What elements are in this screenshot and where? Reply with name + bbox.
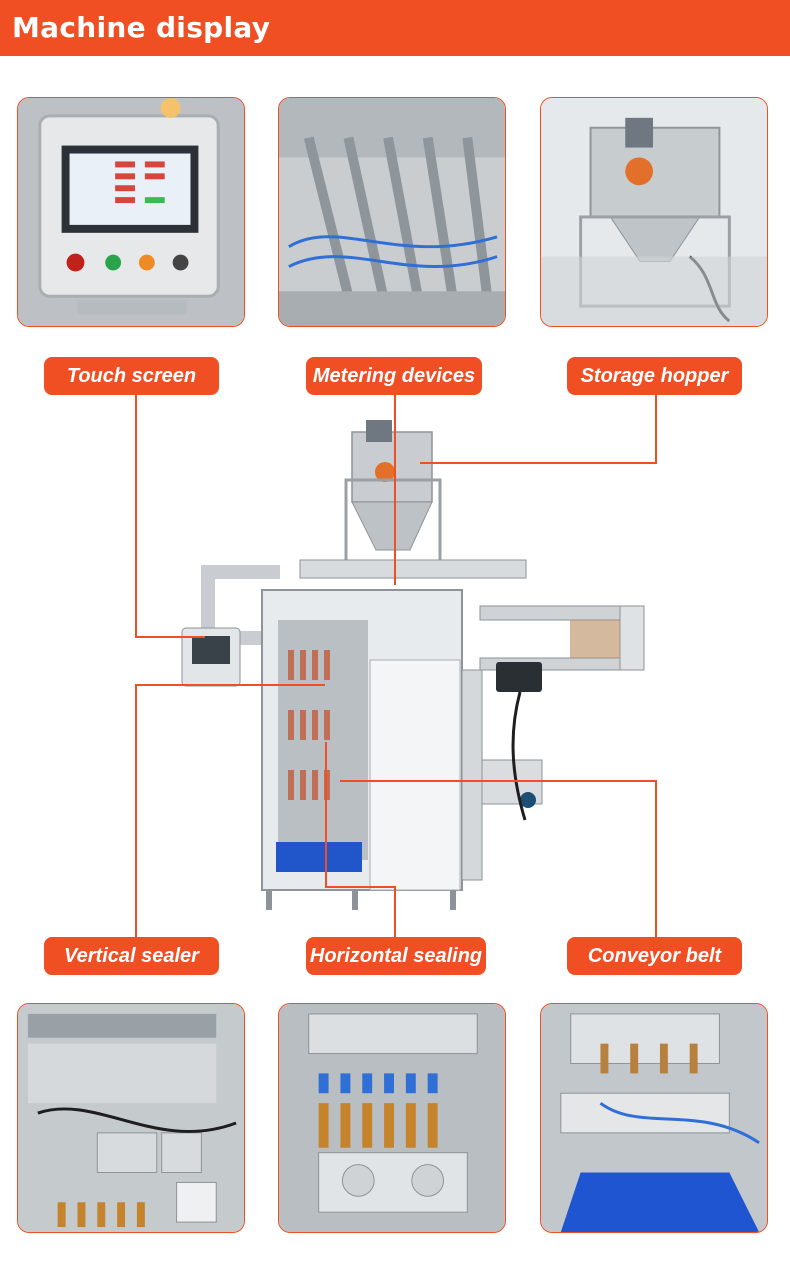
metering-devices-label: Metering devices (306, 357, 482, 395)
horizontal-sealing-label: Horizontal sealing (306, 937, 486, 975)
horizontal-sealing-photo (278, 1003, 506, 1233)
horizontal-sealing-connector-v2 (394, 886, 396, 937)
header-bar: Machine display (0, 0, 790, 56)
horizontal-sealing-connector-h (325, 886, 395, 888)
horizontal-sealing-connector-v1 (325, 742, 327, 887)
touch-screen-photo (17, 97, 245, 327)
storage-hopper-connector-v (655, 395, 657, 463)
touch-screen-label: Touch screen (44, 357, 219, 395)
storage-hopper-photo (540, 97, 768, 327)
vertical-sealer-connector-v (135, 684, 137, 937)
vertical-sealer-connector-h (135, 684, 325, 686)
conveyor-belt-photo (540, 1003, 768, 1233)
machine-illustration (180, 410, 650, 930)
touch-screen-connector-v (135, 395, 137, 637)
vertical-sealer-label: Vertical sealer (44, 937, 219, 975)
storage-hopper-label: Storage hopper (567, 357, 742, 395)
storage-hopper-connector-h (420, 462, 657, 464)
page-title: Machine display (12, 11, 271, 44)
metering-connector-v (394, 395, 396, 585)
conveyor-connector-v (655, 780, 657, 937)
conveyor-belt-label: Conveyor belt (567, 937, 742, 975)
touch-screen-connector-h (135, 636, 205, 638)
vertical-sealer-photo (17, 1003, 245, 1233)
conveyor-connector-h (340, 780, 656, 782)
metering-devices-photo (278, 97, 506, 327)
